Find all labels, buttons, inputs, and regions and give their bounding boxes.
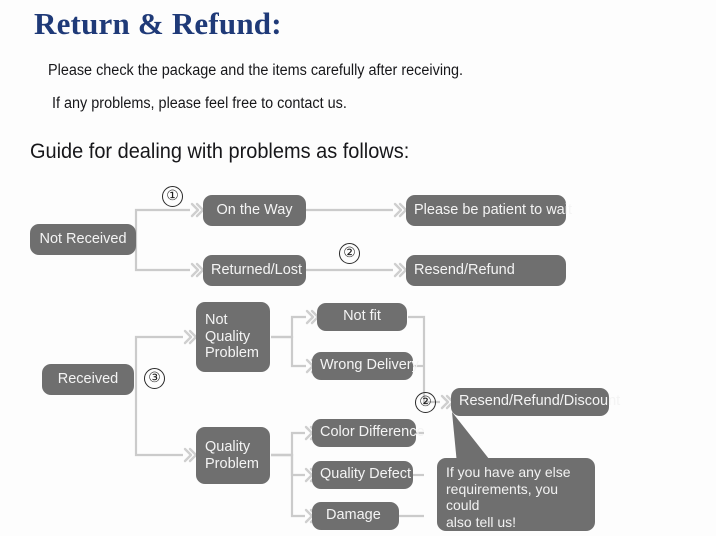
node-label: Quality Defect: [320, 466, 412, 483]
node-label: Not Received: [39, 230, 127, 247]
node-wrong-delivery[interactable]: Wrong Delivery: [312, 352, 419, 380]
node-not-quality-problem[interactable]: Not Quality Problem: [196, 302, 270, 372]
node-received[interactable]: Received: [42, 364, 134, 395]
step-marker-3: ③: [144, 368, 165, 389]
node-color-difference[interactable]: Color Difference: [312, 419, 425, 447]
intro-line-2: If any problems, please feel free to con…: [52, 95, 347, 112]
callout-bubble: If you have any else requirements, you c…: [437, 458, 595, 531]
node-quality-problem[interactable]: Quality Problem: [196, 427, 270, 484]
node-label: Resend/Refund: [414, 261, 515, 278]
node-quality-defect[interactable]: Quality Defect: [312, 461, 413, 489]
node-label: Received: [57, 370, 119, 387]
callout-line-2: requirements, you could: [446, 480, 559, 514]
node-resend-refund[interactable]: Resend/Refund: [406, 255, 566, 286]
node-on-the-way[interactable]: On the Way: [203, 195, 306, 226]
step-marker-2-bottom: ②: [415, 392, 436, 413]
step-marker-label: ②: [419, 395, 432, 410]
callout-line-1: If you have any else: [446, 464, 571, 480]
node-not-received[interactable]: Not Received: [30, 224, 136, 255]
step-marker-label: ①: [166, 189, 179, 204]
step-marker-1: ①: [162, 186, 183, 207]
node-label: Color Difference: [320, 424, 425, 441]
node-label: Not fit: [343, 308, 381, 325]
node-label: Please be patient to wait: [414, 201, 572, 218]
page-title: Return & Refund:: [34, 6, 282, 41]
node-label: Returned/Lost: [211, 261, 303, 278]
callout-line-3: also tell us!: [446, 513, 517, 530]
step-marker-label: ②: [343, 246, 356, 261]
callout-tail: [452, 412, 493, 464]
node-please-be-patient-to-wait[interactable]: Please be patient to wait: [406, 195, 572, 226]
node-damage[interactable]: Damage: [312, 502, 399, 530]
node-returned-lost[interactable]: Returned/Lost: [203, 255, 306, 286]
node-resend-refund-discount[interactable]: Resend/Refund/Discount: [451, 388, 621, 416]
step-marker-2-top: ②: [339, 243, 360, 264]
node-label: Quality Problem: [205, 438, 259, 472]
step-marker-label: ③: [148, 371, 161, 386]
intro-line-1: Please check the package and the items c…: [48, 62, 464, 79]
node-label: Not Quality Problem: [205, 311, 259, 362]
node-label: Wrong Delivery: [320, 357, 419, 374]
node-label: Resend/Refund/Discount: [459, 393, 621, 410]
node-label: Damage: [326, 507, 381, 524]
guide-heading: Guide for dealing with problems as follo…: [30, 140, 410, 163]
node-label: On the Way: [216, 201, 293, 218]
node-not-fit[interactable]: Not fit: [317, 303, 407, 331]
